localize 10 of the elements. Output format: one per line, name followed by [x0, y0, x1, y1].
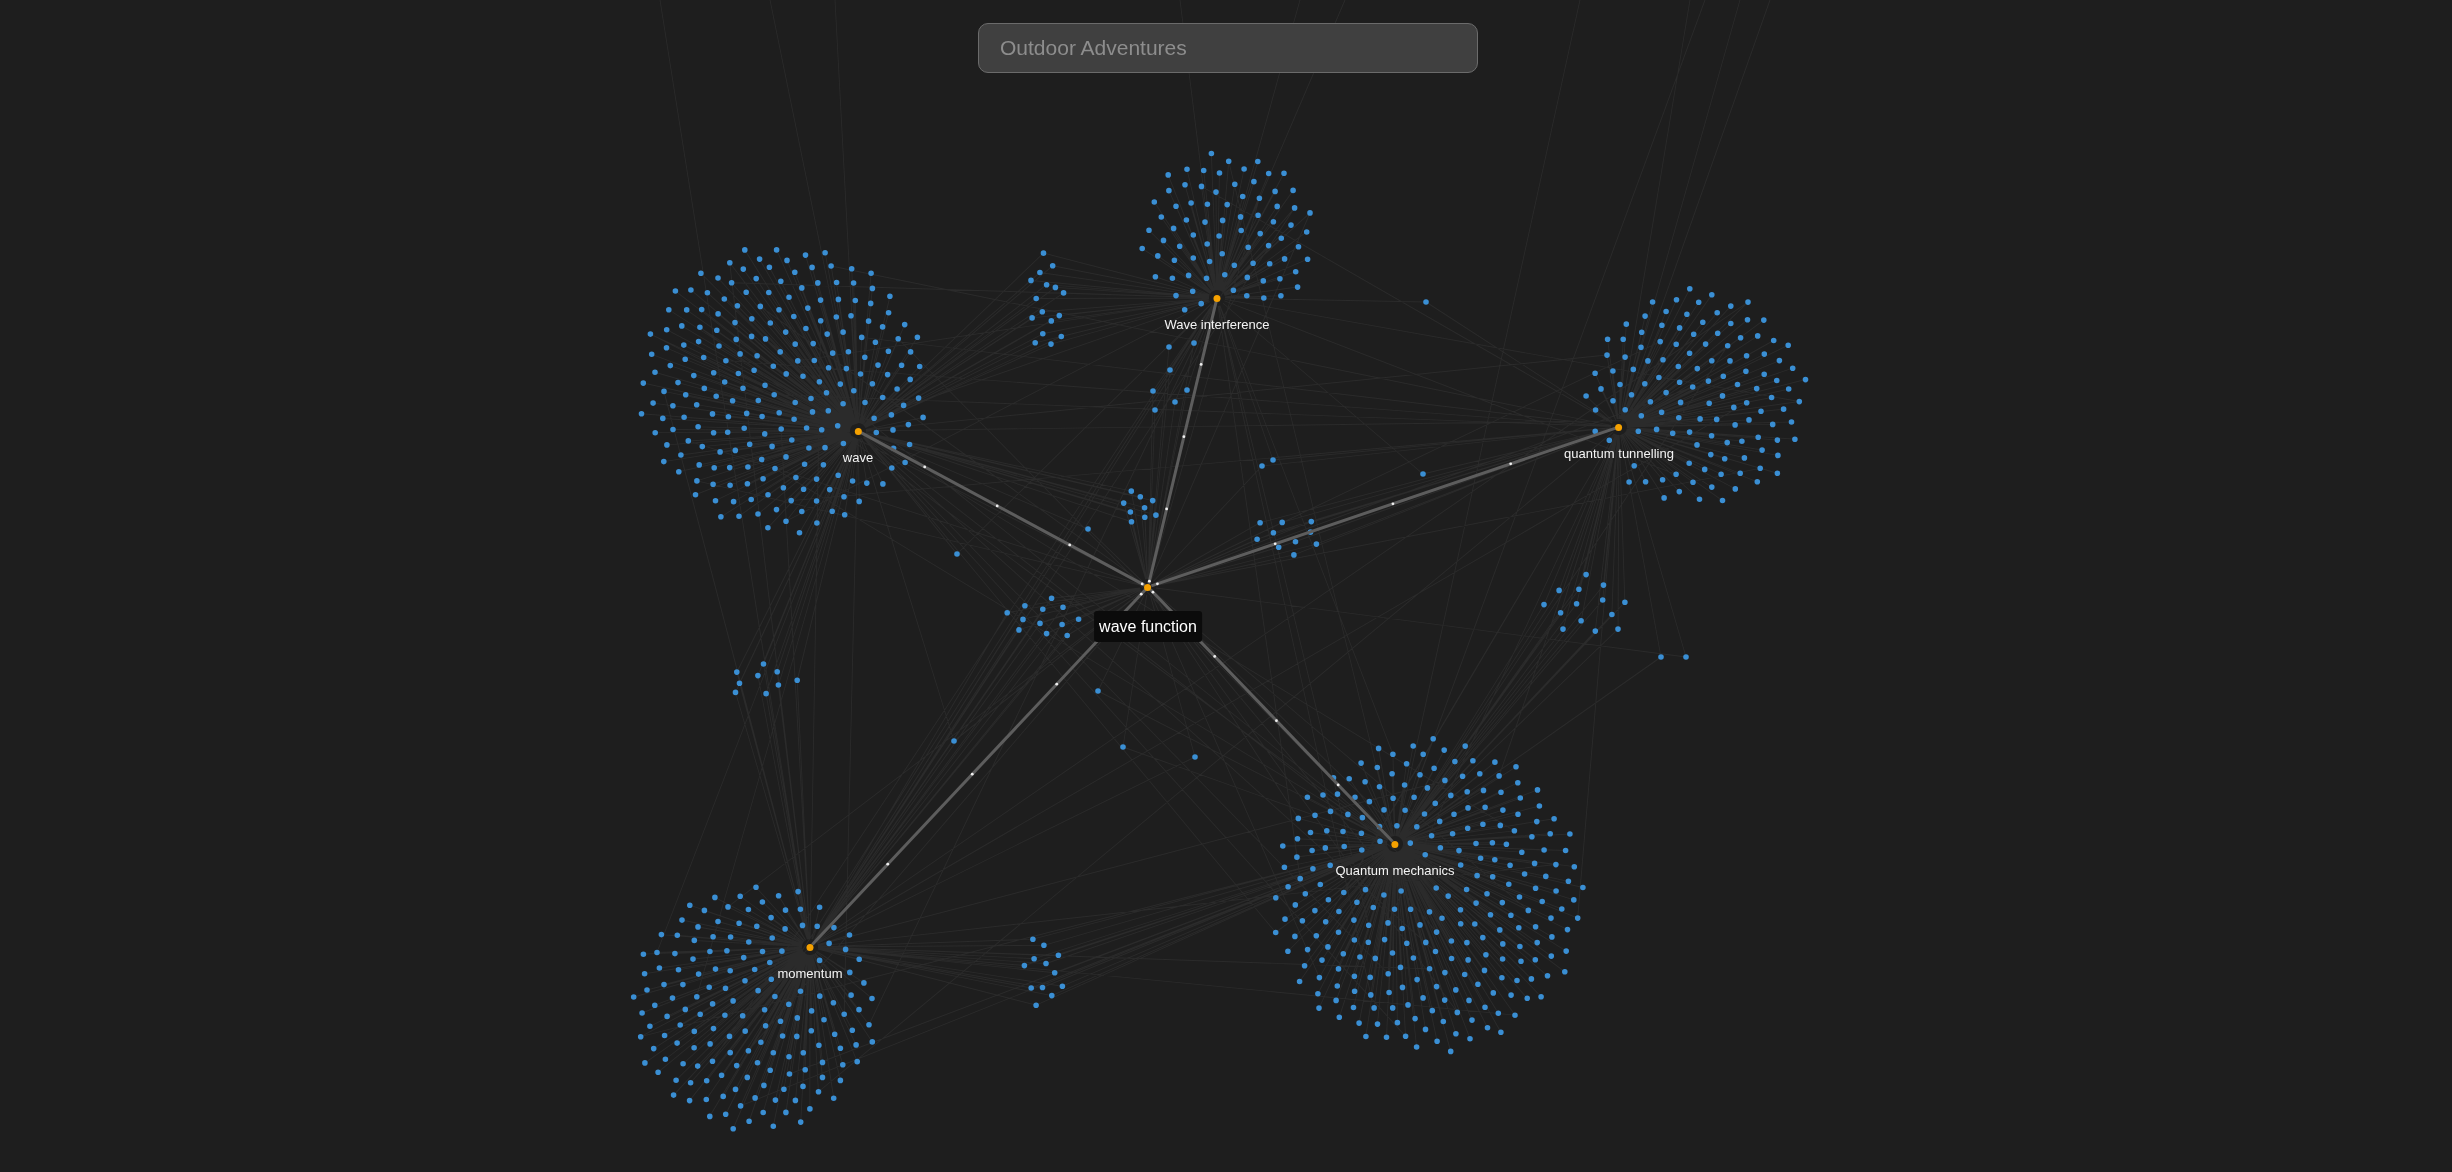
node-label: wave — [842, 449, 874, 465]
graph-edge — [860, 431, 1146, 587]
graph-edge — [1147, 301, 1218, 584]
node-label: Quantum mechanics — [1335, 862, 1455, 878]
node-label: momentum — [777, 965, 843, 981]
graph-edge — [1150, 426, 1617, 588]
node-label: quantum tunnelling — [1564, 445, 1674, 461]
search-field: Outdoor Adventures — [978, 23, 1478, 73]
node-label: wave function — [1094, 610, 1202, 642]
node-label: Wave interference — [1164, 316, 1270, 332]
